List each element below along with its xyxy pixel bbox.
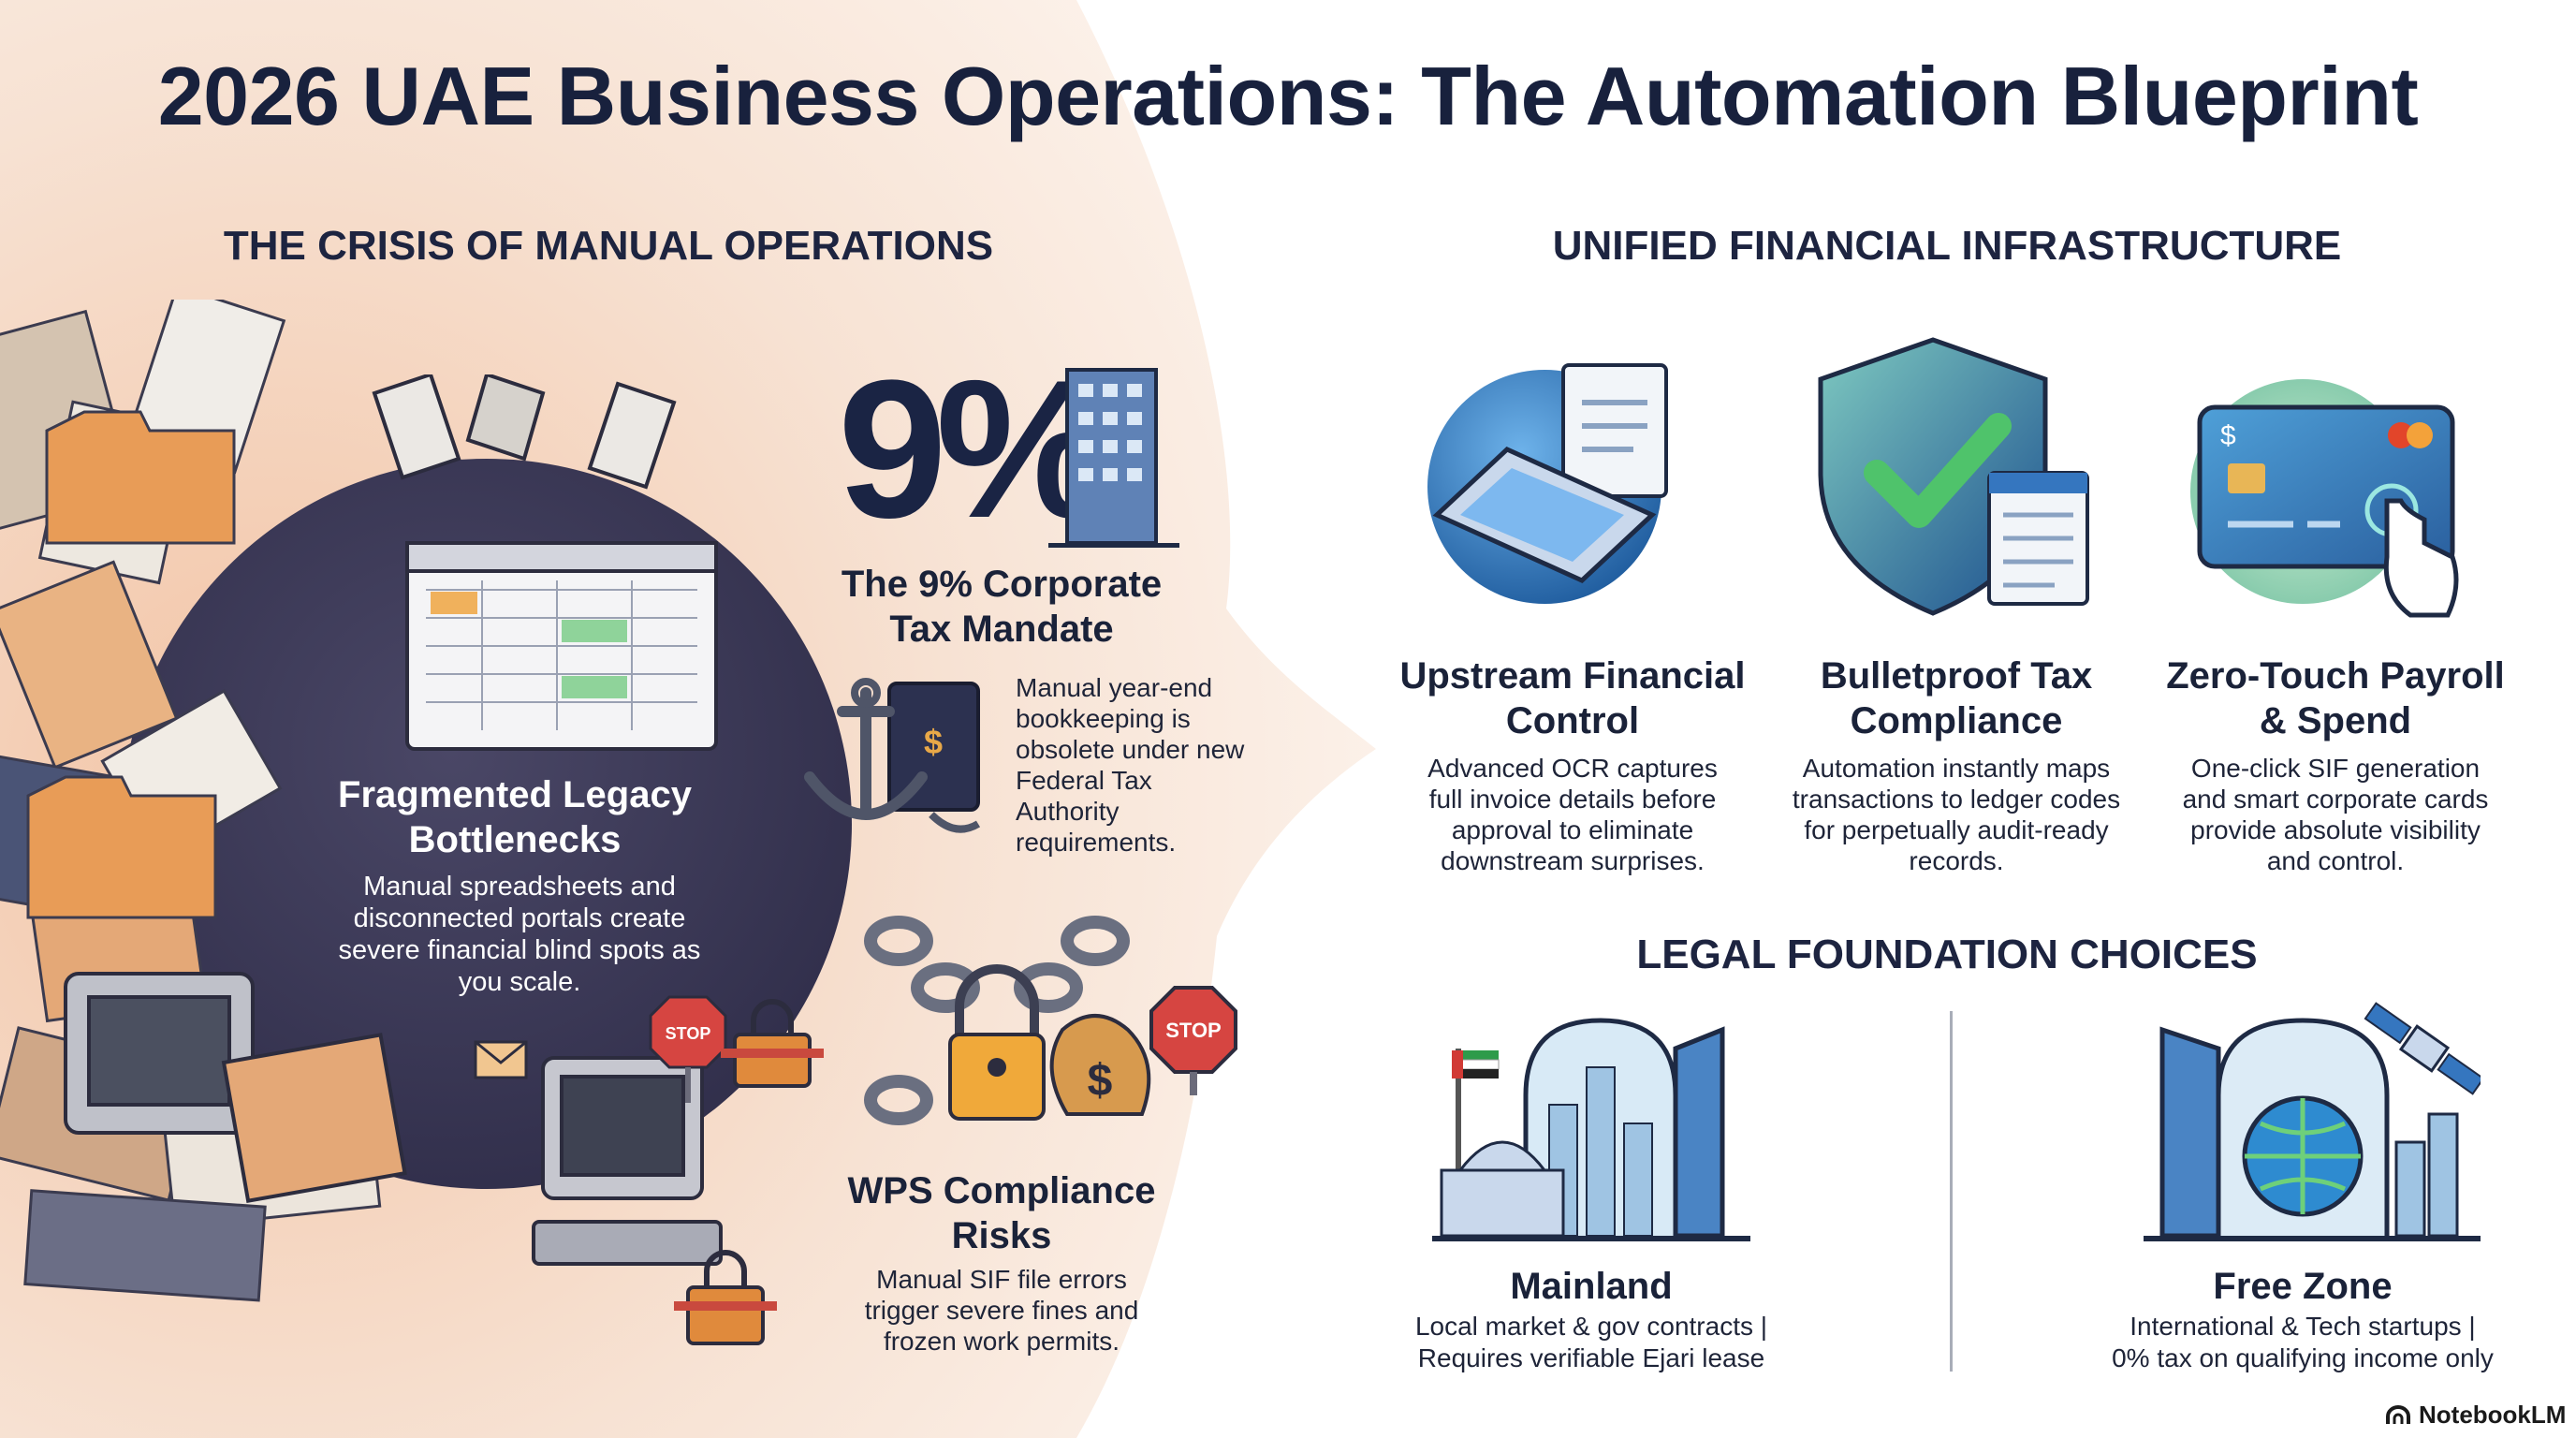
small-stop-sign-icon: STOP [649, 995, 727, 1103]
stop-sign-label: STOP [1165, 1019, 1222, 1042]
anchor-ledger-icon: $ [804, 678, 981, 833]
section-title-crisis: THE CRISIS OF MANUAL OPERATIONS [223, 223, 994, 269]
legal-section-title: LEGAL FOUNDATION CHOICES [1636, 932, 2258, 977]
legacy-description: Manual spreadsheets and disconnected por… [338, 872, 701, 997]
paper-pile-illustration [0, 300, 407, 1302]
small-stop-sign-label: STOP [666, 1024, 711, 1043]
legal-line2-mainland: Requires verifiable Ejari lease [1417, 1343, 1765, 1372]
free-zone-gateway-icon [2144, 1002, 2481, 1241]
legal-line2-free-zone: 0% tax on qualifying income only [2112, 1343, 2494, 1372]
scanner-ocr-icon [1427, 363, 1668, 604]
office-building-icon [1048, 368, 1179, 548]
legal-line1-mainland: Local market & gov contracts | [1414, 1312, 1768, 1341]
legal-line1-free-zone: International & Tech startups | [2130, 1312, 2476, 1341]
tax-description: Manual year-end bookkeeping is obsolete … [1016, 673, 1245, 857]
brand-name: NotebookLM [2419, 1401, 2567, 1429]
feature-text-tax-compliance: Automation instantly maps transactions t… [1792, 754, 2121, 875]
corporate-card-icon: $ [2190, 379, 2459, 618]
feature-heading-tax-compliance: Bulletproof Tax Compliance [1820, 655, 2093, 741]
legacy-heading: Fragmented Legacy Bottlenecks [338, 774, 692, 860]
section-title-infrastructure: UNIFIED FINANCIAL INFRASTRUCTURE [1552, 223, 2342, 269]
legal-heading-free-zone: Free Zone [2213, 1266, 2393, 1307]
envelope-icon [474, 1040, 528, 1079]
svg-text:$: $ [2220, 420, 2236, 451]
wps-description: Manual SIF file errors trigger severe fi… [864, 1265, 1139, 1356]
tax-heading: The 9% Corporate Tax Mandate [841, 564, 1163, 650]
feature-text-payroll: One-click SIF generation and smart corpo… [2182, 754, 2489, 875]
wps-heading: WPS Compliance Risks [847, 1170, 1156, 1256]
notebooklm-logo-icon [2386, 1404, 2410, 1424]
feature-heading-upstream: Upstream Financial Control [1399, 655, 1746, 741]
broken-spreadsheet-icon [372, 374, 718, 751]
stop-sign-icon: STOP [1149, 986, 1237, 1095]
legal-divider [1950, 1011, 1953, 1372]
chained-lock-money-icon: $ [864, 916, 1151, 1125]
legal-heading-mainland: Mainland [1510, 1266, 1673, 1307]
padlock-icon-lower [674, 1250, 777, 1345]
padlock-icon [721, 999, 824, 1088]
old-computer-icon [532, 1056, 723, 1266]
shield-check-icon [1818, 337, 2089, 616]
svg-text:$: $ [924, 723, 943, 761]
feature-heading-payroll: Zero-Touch Payroll & Spend [2166, 655, 2505, 741]
feature-text-upstream: Advanced OCR captures full invoice detai… [1427, 754, 1718, 875]
page-title: 2026 UAE Business Operations: The Automa… [157, 50, 2419, 142]
brand-badge: NotebookLM [2385, 1401, 2566, 1430]
mainland-gateway-icon [1432, 1018, 1750, 1241]
tax-percent: 9% [838, 339, 1110, 559]
svg-text:$: $ [1088, 1056, 1113, 1106]
